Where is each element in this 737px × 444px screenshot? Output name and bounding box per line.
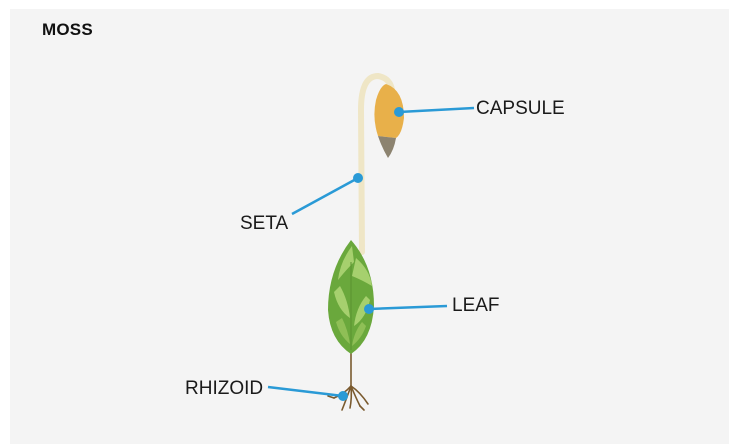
leaf-label: LEAF [452, 295, 500, 316]
capsule-tip [378, 136, 396, 158]
leaf-pointer [364, 304, 447, 314]
capsule-pointer [394, 107, 474, 117]
rhizoid-roots [328, 348, 368, 410]
rhizoid-pointer [268, 387, 348, 401]
rhizoid-label: RHIZOID [185, 378, 263, 399]
seta-label: SETA [240, 213, 289, 234]
leafy-shoot [328, 240, 374, 354]
seta-pointer [292, 173, 363, 214]
capsule-label: CAPSULE [476, 98, 565, 119]
